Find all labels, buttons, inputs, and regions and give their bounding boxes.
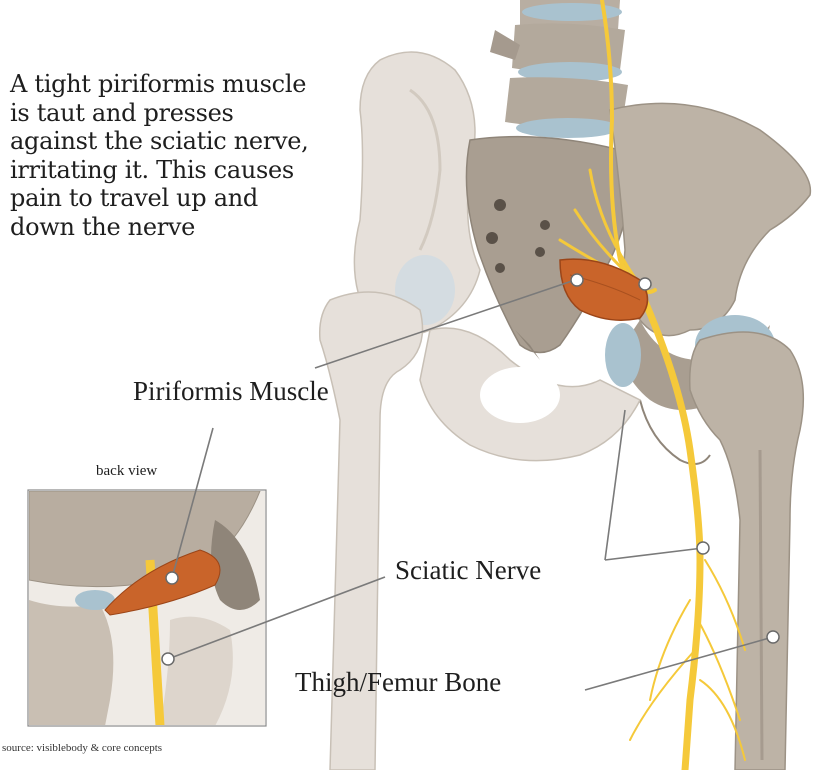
marker-inset-sciatic [161, 652, 175, 666]
marker-piriformis [570, 273, 584, 287]
label-back-view: back view [96, 463, 158, 479]
marker-inset-piriformis [165, 571, 179, 585]
label-sciatic-nerve: Sciatic Nerve [395, 555, 542, 585]
caption-line: A tight piriformis muscle [10, 70, 307, 98]
lumbar-spine [490, 0, 628, 138]
leader-piriformis-main [314, 279, 576, 369]
label-piriformis-muscle: Piriformis Muscle [133, 376, 329, 406]
right-femur [688, 331, 805, 770]
marker-nerve-root [638, 277, 652, 291]
markers [161, 273, 780, 666]
label-thigh-femur-bone: Thigh/Femur Bone [295, 667, 502, 697]
leader-femur [584, 636, 774, 691]
leader-sciatic-main [604, 547, 704, 561]
caption-line: down the nerve [10, 212, 196, 241]
caption-line: pain to travel up and [10, 184, 258, 212]
back-view-inset [27, 489, 267, 727]
left-femur [318, 291, 424, 770]
pelvic-ring [419, 327, 642, 462]
caption-line: against the sciatic nerve, [10, 127, 309, 155]
caption-line: is taut and presses [10, 98, 234, 127]
leader-lines [167, 279, 774, 691]
marker-femur [766, 630, 780, 644]
leader-sciatic-inset [167, 576, 386, 660]
caption-line: irritating it. This causes [10, 155, 294, 184]
marker-sciatic [696, 541, 710, 555]
leader-piriformis-inset [171, 427, 214, 579]
description-caption: A tight piriformis muscle is taut and pr… [10, 70, 309, 241]
leader-sciatic-upper [604, 409, 626, 561]
source-credit: source: visiblebody & core concepts [2, 742, 163, 754]
